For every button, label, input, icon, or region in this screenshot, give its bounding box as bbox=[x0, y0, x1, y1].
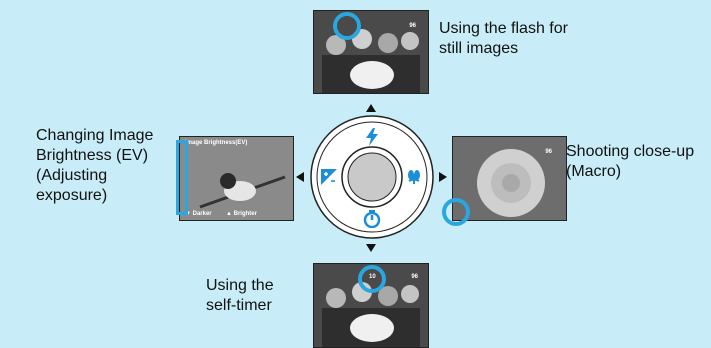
exposure-icon[interactable] bbox=[321, 169, 337, 185]
macro-highlight-circle bbox=[442, 198, 470, 226]
shot-counter: 96 bbox=[411, 274, 418, 280]
screen-flash: 96 bbox=[313, 10, 429, 94]
screen-ev: Image Brightness(EV) ▼ Darker ▲ Brighter bbox=[179, 136, 294, 221]
rose-photo-image bbox=[453, 137, 566, 220]
control-button-wheel bbox=[309, 114, 435, 240]
caption-flash: Using the flash for still images bbox=[439, 20, 568, 57]
arrow-right-icon bbox=[439, 172, 447, 182]
ev-darker-label: ▼ Darker bbox=[185, 211, 212, 217]
screen-macro: 96 bbox=[452, 136, 567, 221]
ev-title: Image Brightness(EV) bbox=[185, 140, 248, 146]
ev-scale-highlight bbox=[176, 140, 188, 215]
shot-counter: 96 bbox=[409, 23, 416, 29]
flash-icon[interactable] bbox=[365, 128, 379, 146]
flash-highlight-circle bbox=[333, 12, 361, 40]
self-timer-icon[interactable] bbox=[363, 210, 381, 228]
arrow-left-icon bbox=[296, 172, 304, 182]
macro-icon[interactable] bbox=[406, 170, 422, 184]
screen-timer: 96 10 bbox=[313, 263, 429, 348]
arrow-down-icon bbox=[366, 244, 376, 252]
caption-timer: Using the self-timer bbox=[206, 277, 274, 314]
caption-macro: Shooting close-up (Macro) bbox=[566, 143, 695, 180]
timer-highlight-circle bbox=[358, 265, 386, 293]
shot-counter: 96 bbox=[545, 149, 552, 155]
bird-photo-image bbox=[180, 137, 293, 220]
ev-brighter-label: ▲ Brighter bbox=[226, 211, 257, 217]
group-photo-image bbox=[314, 264, 428, 347]
arrow-up-icon bbox=[366, 104, 376, 112]
caption-ev: Changing Image Brightness (EV) (Adjustin… bbox=[36, 127, 154, 204]
